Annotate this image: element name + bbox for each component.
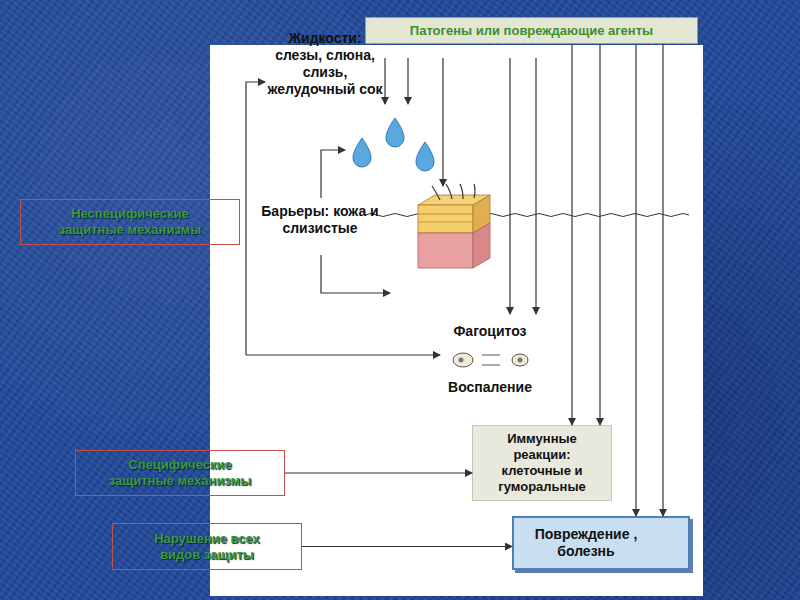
cell-icon <box>512 354 528 366</box>
skin-epidermis <box>418 205 473 233</box>
drops <box>353 118 434 171</box>
pathogen-arrow <box>407 58 408 104</box>
arrow-connector <box>302 546 512 547</box>
node-text: Патогены или повреждающие агенты <box>410 23 653 38</box>
white-panel <box>210 45 703 596</box>
fluids-label: Жидкости: слезы, слюна, слизь, желудочны… <box>264 30 386 98</box>
failure-box: Нарушение всех видов защиты <box>112 523 302 570</box>
arrow-connector <box>285 472 472 473</box>
title-box: Патогены или повреждающие агенты <box>365 17 698 44</box>
arrow-connector <box>599 44 600 425</box>
cell-icon <box>453 353 473 367</box>
dash <box>482 355 500 356</box>
phagocytosis-label: Фагоцитоз <box>440 323 540 340</box>
bracket-line <box>246 354 440 355</box>
pathogen-arrow <box>442 58 443 186</box>
node-text: Неспецифические защитные механизмы <box>56 206 204 238</box>
node-text: Повреждение , болезнь <box>524 526 648 560</box>
drop <box>416 142 434 171</box>
hairs <box>432 184 475 200</box>
pathogen-arrows <box>385 58 536 314</box>
damage-box: Повреждение , болезнь <box>512 516 690 570</box>
node-text: Нарушение всех видов защиты <box>138 531 276 563</box>
arrow-connector <box>571 44 572 425</box>
skin-dermis <box>418 233 473 268</box>
skin-side <box>473 223 490 268</box>
cell-nucleus <box>459 358 464 363</box>
specific-box: Специфические защитные механизмы <box>75 450 285 496</box>
nonspecific-box: Неспецифические защитные механизмы <box>20 199 240 245</box>
inflammation-label: Воспаление <box>440 379 540 396</box>
drop <box>386 118 404 147</box>
node-text: Иммунные реакции: клеточные и гуморальны… <box>488 431 596 495</box>
pathogen-arrow <box>384 58 385 104</box>
bracket-line <box>321 150 345 198</box>
phagocytosis-icons <box>453 353 528 367</box>
hair <box>432 186 440 200</box>
barriers-label: Барьеры: кожа и слизистые <box>245 203 395 237</box>
wavy-line <box>365 214 689 217</box>
immune-box: Иммунные реакции: клеточные и гуморальны… <box>472 425 612 501</box>
bracket-lines <box>246 82 440 355</box>
dash <box>482 365 500 366</box>
hair <box>460 184 463 199</box>
pathogen-arrow <box>535 58 536 314</box>
bracket-line <box>321 255 390 293</box>
arrow-connector <box>635 44 636 516</box>
hair <box>474 184 475 198</box>
skin-stripe <box>418 214 473 215</box>
pathogen-arrow <box>509 58 510 314</box>
cell-nucleus <box>518 358 523 363</box>
hair <box>446 184 452 199</box>
skin-block <box>418 184 490 268</box>
node-text: Специфические защитные механизмы <box>106 457 254 489</box>
skin-stripe <box>418 222 473 223</box>
drop <box>353 138 371 167</box>
arrow-connector <box>662 44 663 516</box>
